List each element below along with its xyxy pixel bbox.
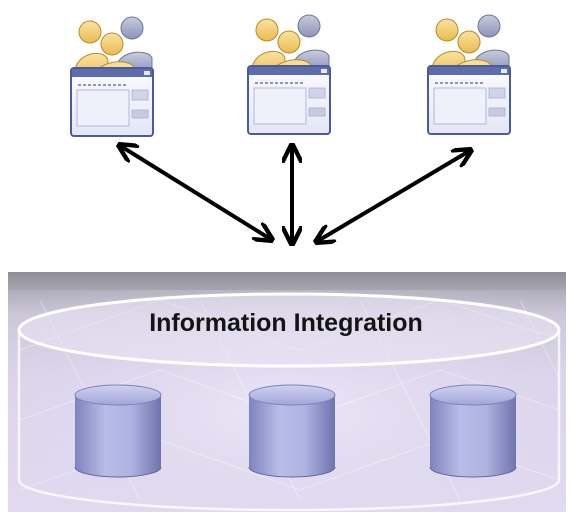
database-cylinder-icon <box>74 384 162 478</box>
user-group-2 <box>247 14 331 135</box>
database-cylinder-icon <box>429 384 517 478</box>
platform-title: Information Integration <box>149 309 423 337</box>
connector-arrow-left <box>119 145 272 240</box>
database-1 <box>74 384 162 478</box>
user-group-app-window-icon <box>247 14 331 135</box>
database-cylinder-icon <box>248 384 336 478</box>
database-3 <box>429 384 517 478</box>
user-group-3 <box>427 14 511 135</box>
database-2 <box>248 384 336 478</box>
connector-arrows <box>119 145 471 244</box>
user-group-1 <box>70 16 154 137</box>
user-group-app-window-icon <box>70 16 154 137</box>
connector-arrow-right <box>316 150 471 242</box>
user-group-app-window-icon <box>427 14 511 135</box>
